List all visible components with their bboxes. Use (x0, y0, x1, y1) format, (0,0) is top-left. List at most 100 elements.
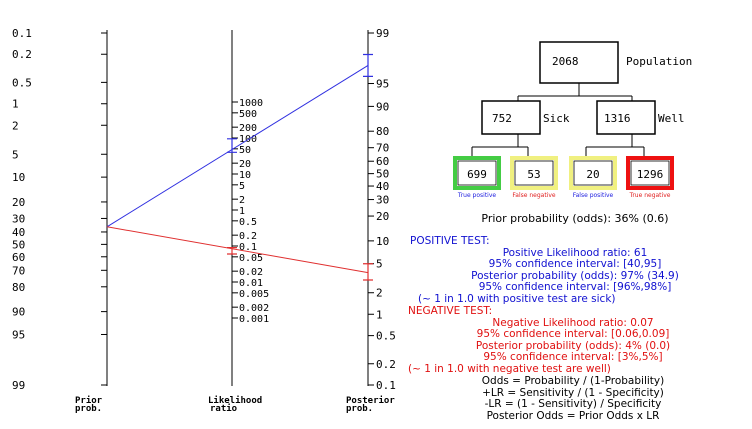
population-tree: 2068 Population 752 Sick 1316 Well 699Tr… (453, 41, 692, 199)
positive-lr-line: Positive Likelihood ratio: 61 (502, 246, 648, 259)
negative-lr-line: Negative Likelihood ratio: 0.07 (492, 316, 654, 329)
lr-tick-label: 10 (239, 170, 251, 181)
sick-label: Sick (543, 112, 570, 125)
negative-posterior-ci-line: 95% confidence interval: [3%,5%] (483, 351, 663, 363)
formula-odds: Odds = Probability / (1-Probability) (481, 375, 665, 387)
posterior-tick-label: 0.1 (376, 379, 396, 392)
leaf-inner-border (630, 160, 670, 186)
lr-axis-ticks: 10005002001005020105210.50.20.10.050.020… (232, 98, 269, 325)
posterior-tick-label: 95 (376, 78, 389, 91)
sick-count: 752 (492, 112, 512, 125)
prior-tick-label: 60 (12, 251, 25, 264)
leaf-caption: True negative (629, 192, 671, 199)
leaf-count: 699 (467, 168, 487, 181)
lr-tick-label: 0.5 (239, 217, 257, 228)
posterior-tick-label: 30 (376, 194, 389, 207)
lr-tick-label: 0.02 (239, 267, 263, 278)
population-label: Population (626, 55, 692, 68)
prior-tick-label: 1 (12, 98, 19, 111)
lr-tick-label: 500 (239, 109, 257, 120)
lr-tick-label: 0.01 (239, 278, 263, 289)
negative-posterior-ci-bracket (363, 263, 373, 281)
lr-tick-label: 0.1 (239, 242, 257, 253)
leaf-count: 20 (586, 168, 599, 181)
lr-tick-label: 0.2 (239, 231, 257, 242)
posterior-tick-label: 80 (376, 125, 389, 138)
prior-axis-title-1: Prior (75, 395, 103, 406)
well-node (596, 100, 656, 135)
prior-tick-label: 40 (12, 226, 25, 239)
lr-tick-label: 2 (239, 195, 245, 206)
lr-tick-label: 1000 (239, 98, 263, 109)
prior-tick-label: 95 (12, 328, 25, 341)
lr-tick-label: 5 (239, 181, 245, 192)
posterior-tick-label: 99 (376, 27, 389, 40)
formula-posterior-odds: Posterior Odds = Prior Odds x LR (486, 409, 660, 422)
posterior-tick-label: 5 (376, 258, 383, 271)
positive-summary-line: (~ 1 in 1.0 with positive test are sick) (418, 292, 616, 305)
formula-positive-lr: +LR = Sensitivity / (1 - Specificity) (482, 386, 664, 399)
positive-test-header: POSITIVE TEST: (410, 235, 490, 247)
prior-tick-label: 80 (12, 281, 25, 294)
prior-tick-label: 30 (12, 212, 25, 225)
prior-tick-label: 0.1 (12, 27, 32, 40)
positive-posterior-line: Posterior probability (odds): 97% (34.9) (471, 269, 679, 282)
posterior-tick-label: 10 (376, 235, 389, 248)
posterior-tick-label: 20 (376, 210, 389, 223)
lr-tick-label: 1 (239, 206, 245, 217)
negative-test-line (106, 226, 369, 274)
leaf-inner-border (573, 160, 613, 186)
leaf-inner-border (514, 160, 554, 186)
negative-test-header: NEGATIVE TEST: (408, 305, 493, 317)
prior-tick-label: 5 (12, 148, 19, 161)
nomogram-lines (106, 53, 373, 281)
posterior-tick-label: 2 (376, 287, 383, 300)
well-label: Well (658, 112, 685, 125)
positive-test-line (106, 65, 369, 228)
posterior-tick-label: 70 (376, 142, 389, 155)
negative-posterior-line: Posterior probability (odds): 4% (0.0) (475, 339, 671, 352)
leaf-inner-border (457, 160, 497, 186)
leaf-count: 1296 (637, 168, 664, 181)
posterior-tick-label: 40 (376, 180, 389, 193)
lr-axis-title-2: ratio (210, 403, 237, 414)
prior-tick-label: 2 (12, 119, 19, 132)
population-count: 2068 (552, 55, 579, 68)
prior-tick-label: 0.2 (12, 48, 32, 61)
leaf-node (569, 156, 617, 190)
posterior-tick-label: 60 (376, 155, 389, 168)
negative-lr-ci-bracket (227, 247, 237, 255)
leaf-caption: False negative (512, 192, 556, 199)
lr-axis-title-1: Likelihood (208, 395, 262, 406)
formula-legend: Odds = Probability / (1-Probability) +LR… (418, 375, 728, 422)
leaf-node (626, 156, 674, 190)
lr-tick-label: 0.002 (239, 303, 269, 314)
leaf-node (510, 156, 558, 190)
posterior-tick-label: 1 (376, 308, 383, 321)
lr-tick-label: 200 (239, 123, 257, 134)
sick-node (481, 100, 541, 135)
prior-tick-label: 50 (12, 238, 25, 251)
positive-lr-ci-line: 95% confidence interval: [40,95] (488, 258, 662, 270)
lr-tick-label: 0.001 (239, 314, 269, 325)
leaf-count: 53 (527, 168, 540, 181)
lr-tick-label: 20 (239, 159, 251, 170)
prior-tick-label: 20 (12, 196, 25, 209)
lr-tick-label: 0.05 (239, 253, 263, 264)
prior-tick-label: 70 (12, 264, 25, 277)
leaf-node (453, 156, 501, 190)
positive-test-summary: POSITIVE TEST: Positive Likelihood ratio… (410, 235, 740, 305)
negative-test-summary: NEGATIVE TEST: Negative Likelihood ratio… (408, 305, 738, 375)
prior-tick-label: 0.5 (12, 76, 32, 89)
negative-summary-line: (~ 1 in 1.0 with negative test are well) (408, 362, 611, 375)
formula-negative-lr: -LR = (1 - Sensitivity) / Specificity (484, 398, 662, 410)
posterior-tick-label: 50 (376, 168, 389, 181)
posterior-tick-label: 0.5 (376, 330, 396, 343)
well-count: 1316 (604, 112, 631, 125)
lr-tick-label: 0.005 (239, 289, 269, 300)
positive-posterior-ci-bracket (363, 53, 373, 77)
prior-tick-label: 10 (12, 171, 25, 184)
posterior-tick-label: 0.2 (376, 358, 396, 371)
